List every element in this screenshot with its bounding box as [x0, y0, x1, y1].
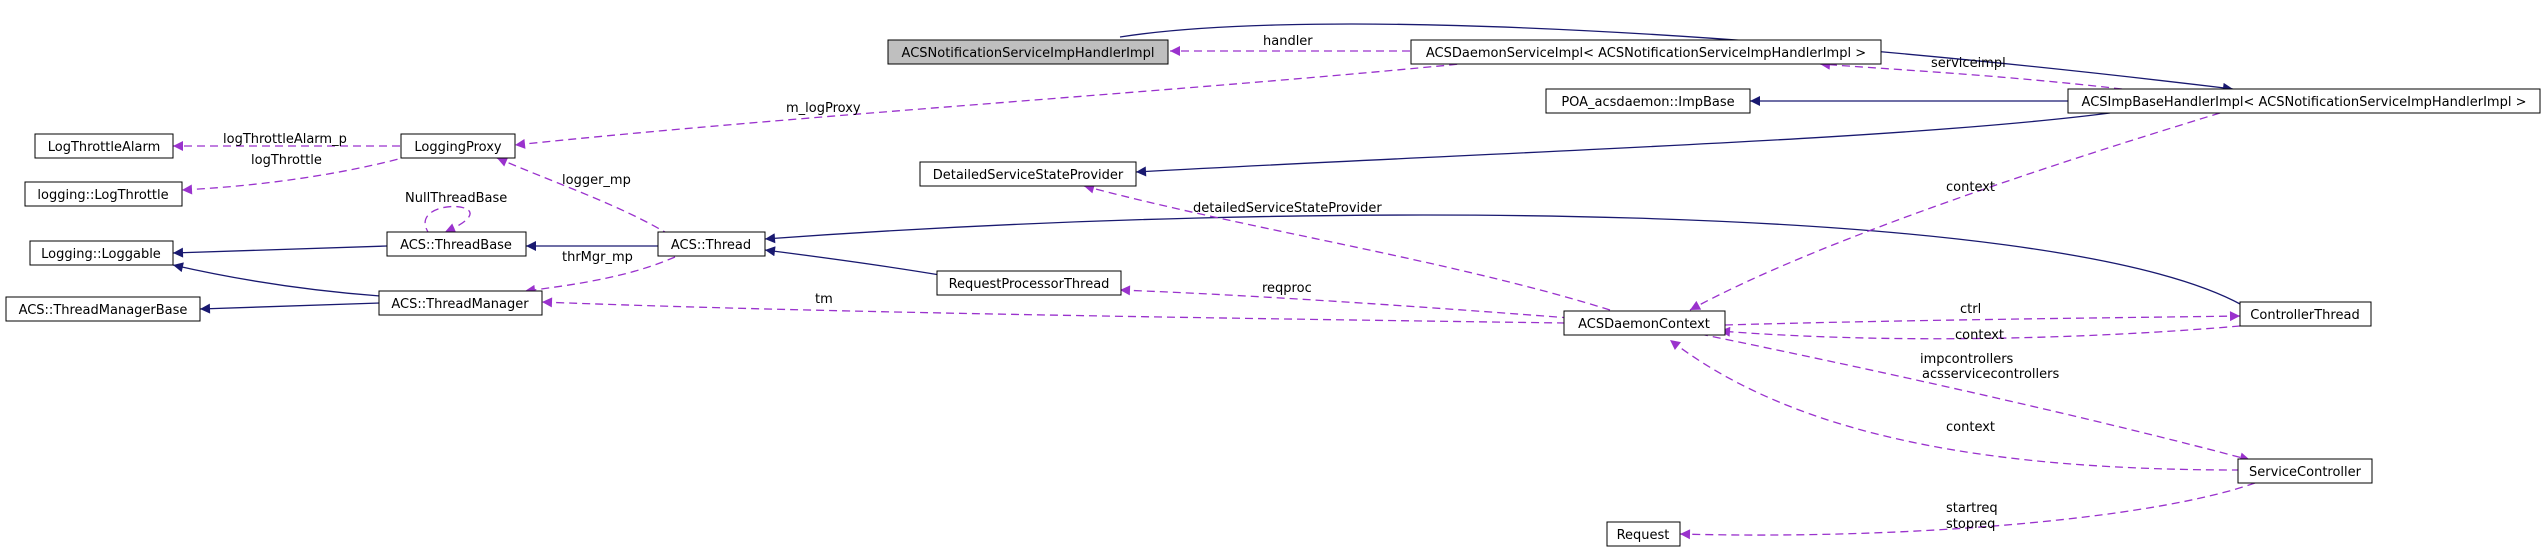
node-acs-daemon-context[interactable]: ACSDaemonContext — [1563, 310, 1726, 336]
node-service-controller[interactable]: ServiceController — [2237, 458, 2373, 484]
edge-threadmanager-inherits-threadmanagerbase — [199, 302, 381, 314]
edge-label-m-logproxy: m_logProxy — [786, 101, 861, 116]
usage-edges — [173, 46, 2256, 540]
node-poa-acsdaemon-impbase[interactable]: POA_acsdaemon::ImpBase — [1545, 88, 1751, 114]
node-label: logging::LogThrottle — [37, 188, 168, 203]
edge-request-usage — [1679, 482, 2256, 540]
node-label: ControllerThread — [2250, 308, 2359, 323]
node-label: ACSDaemonServiceImpl< ACSNotificationSer… — [1426, 46, 1866, 61]
class-nodes: ACSNotificationServiceImpHandlerImpl ACS… — [5, 39, 2541, 547]
node-label: ACS::ThreadManager — [391, 297, 529, 312]
node-label: LoggingProxy — [414, 140, 501, 155]
edge-label-acsservicecontrollers: acsservicecontrollers — [1922, 367, 2059, 382]
edge-label-log-throttle-alarm: logThrottleAlarm_p — [223, 132, 347, 147]
edge-label-log-throttle: logThrottle — [251, 153, 322, 168]
edge-detailed-provider-usage — [1083, 183, 1611, 311]
edge-request-processor-inherits-thread — [764, 246, 941, 276]
edge-controllers-usage — [1699, 333, 2251, 463]
edge-label-thrmgr-mp: thrMgr_mp — [562, 250, 633, 265]
node-label: ACSImpBaseHandlerImpl< ACSNotificationSe… — [2082, 95, 2527, 110]
node-controller-thread[interactable]: ControllerThread — [2239, 301, 2372, 327]
edge-null-thread-base-usage — [424, 205, 471, 236]
node-acs-threadmanager[interactable]: ACS::ThreadManager — [378, 290, 543, 316]
edge-thrmgr-mp-usage — [524, 256, 676, 295]
node-label: LogThrottleAlarm — [48, 140, 160, 155]
node-label: Logging::Loggable — [41, 247, 161, 262]
edge-label-reqproc: reqproc — [1262, 281, 1312, 296]
edge-label-group: handler serviceimpl m_logProxy logThrott… — [223, 34, 2059, 532]
edge-label-impcontrollers: impcontrollers — [1920, 352, 2014, 367]
node-label: ACS::Thread — [671, 238, 751, 253]
edge-logger-mp-usage — [496, 157, 671, 236]
edge-handler-inherits-impbase-handler — [1119, 23, 2234, 93]
node-label: ServiceController — [2249, 465, 2362, 480]
edge-reqproc-usage — [1119, 285, 1571, 319]
edge-label-stopreq: stopreq — [1946, 517, 1995, 532]
edge-context-top-usage — [1689, 112, 2221, 311]
node-request[interactable]: Request — [1606, 521, 1681, 547]
edge-threadmanager-inherits-loggable — [172, 262, 381, 297]
inheritance-edges — [172, 23, 2243, 314]
node-label: ACS::ThreadManagerBase — [19, 303, 188, 318]
edge-label-null-thread-base: NullThreadBase — [405, 191, 507, 206]
node-acs-threadbase[interactable]: ACS::ThreadBase — [386, 231, 527, 257]
node-acs-daemon-service-impl[interactable]: ACSDaemonServiceImpl< ACSNotificationSer… — [1410, 39, 1882, 65]
node-label: RequestProcessorThread — [949, 277, 1110, 292]
edge-label-serviceimpl: serviceimpl — [1931, 56, 2006, 71]
edge-context-sc-usage — [1669, 339, 2241, 471]
node-logging-loggable[interactable]: Logging::Loggable — [29, 240, 174, 266]
node-label: ACS::ThreadBase — [400, 238, 512, 253]
edge-label-handler: handler — [1263, 34, 1313, 49]
edge-label-startreq: startreq — [1946, 501, 1998, 516]
edge-impbase-handler-inherits-detailed — [1135, 112, 2111, 177]
node-label: ACSNotificationServiceImpHandlerImpl — [902, 46, 1155, 61]
edge-m-logproxy-usage — [514, 62, 1471, 149]
node-label: DetailedServiceStateProvider — [933, 168, 1124, 183]
node-acs-imp-base-handler-impl[interactable]: ACSImpBaseHandlerImpl< ACSNotificationSe… — [2067, 88, 2541, 114]
edge-tm-usage — [541, 297, 1566, 324]
edge-threadbase-inherits-loggable — [172, 245, 388, 258]
edge-label-context-ctrl: context — [1955, 328, 2004, 343]
node-label: Request — [1617, 528, 1670, 543]
node-logging-proxy[interactable]: LoggingProxy — [400, 133, 516, 159]
node-acs-thread[interactable]: ACS::Thread — [657, 231, 766, 257]
node-logging-log-throttle[interactable]: logging::LogThrottle — [24, 181, 183, 207]
node-acs-notification-service-imp-handler-impl[interactable]: ACSNotificationServiceImpHandlerImpl — [887, 39, 1169, 65]
edge-label-context-sc: context — [1946, 420, 1995, 435]
node-request-processor-thread[interactable]: RequestProcessorThread — [936, 270, 1122, 296]
edge-label-ctrl: ctrl — [1960, 302, 1981, 317]
edge-serviceimpl-usage — [1819, 59, 2123, 90]
edge-label-context-top: context — [1946, 180, 1995, 195]
node-detailed-service-state-provider[interactable]: DetailedServiceStateProvider — [919, 161, 1137, 187]
edge-label-detailed-provider: detailedServiceStateProvider — [1193, 201, 1382, 216]
node-acs-threadmanagerbase[interactable]: ACS::ThreadManagerBase — [5, 296, 201, 322]
edge-label-logger-mp: logger_mp — [562, 173, 631, 188]
edge-context-ctrl-usage — [1719, 325, 2241, 340]
edge-log-throttle-usage — [181, 155, 411, 195]
edge-label-tm: tm — [815, 292, 833, 307]
node-label: ACSDaemonContext — [1578, 317, 1710, 332]
edge-controller-thread-inherits-thread — [764, 214, 2243, 306]
node-log-throttle-alarm[interactable]: LogThrottleAlarm — [34, 133, 174, 159]
edge-ctrl-usage — [1724, 311, 2241, 326]
node-label: POA_acsdaemon::ImpBase — [1561, 95, 1734, 110]
